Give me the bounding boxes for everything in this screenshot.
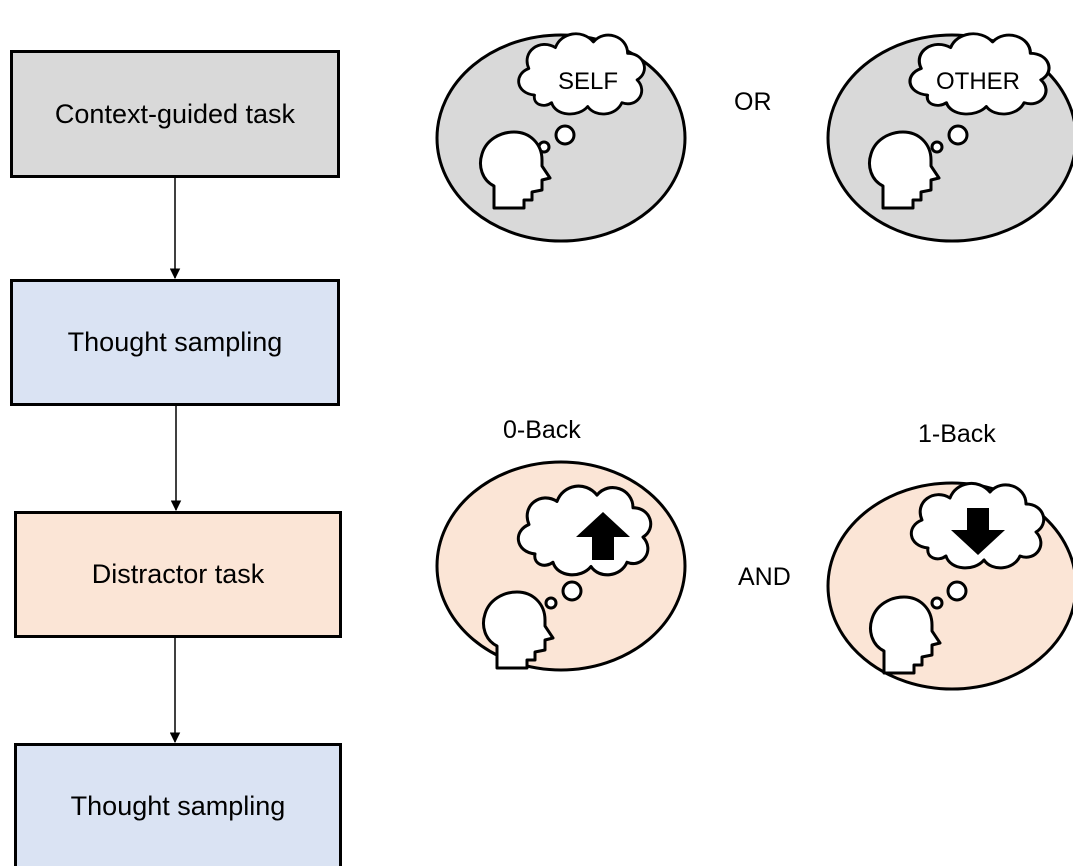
thought-dot-icon bbox=[947, 124, 969, 146]
flow-step-thought-sampling: Thought sampling bbox=[10, 279, 340, 406]
one-back-title: 1-Back bbox=[918, 420, 996, 448]
and-connector-label: AND bbox=[738, 563, 791, 591]
flow-step-label: Context-guided task bbox=[54, 98, 296, 129]
other-bubble-text: OTHER bbox=[936, 68, 1020, 95]
thought-dot-icon bbox=[930, 140, 944, 154]
zero-back-illustration bbox=[435, 460, 687, 672]
flow-step-label: Thought sampling bbox=[70, 790, 286, 821]
flow-step-distractor-task: Distractor task bbox=[14, 511, 342, 638]
flow-step-label: Thought sampling bbox=[67, 327, 283, 357]
flow-step-context-guided-task: Context-guided task bbox=[10, 50, 340, 178]
thought-dot-icon bbox=[544, 596, 558, 610]
arrow-up-icon bbox=[576, 512, 630, 560]
or-connector-label: OR bbox=[734, 88, 772, 116]
other-thought-illustration bbox=[826, 32, 1073, 243]
thought-dot-icon bbox=[554, 124, 576, 146]
zero-back-title: 0-Back bbox=[503, 416, 581, 444]
arrow-down-icon bbox=[951, 508, 1005, 555]
thought-dot-icon bbox=[946, 580, 968, 602]
thought-dot-icon bbox=[561, 580, 583, 602]
self-thought-illustration bbox=[435, 32, 687, 243]
thought-dot-icon bbox=[930, 596, 944, 610]
self-bubble-text: SELF bbox=[558, 68, 619, 95]
flow-step-label: Distractor task bbox=[91, 559, 265, 589]
flow-step-thought-sampling-2: Thought sampling bbox=[14, 743, 342, 866]
one-back-illustration bbox=[826, 481, 1073, 691]
